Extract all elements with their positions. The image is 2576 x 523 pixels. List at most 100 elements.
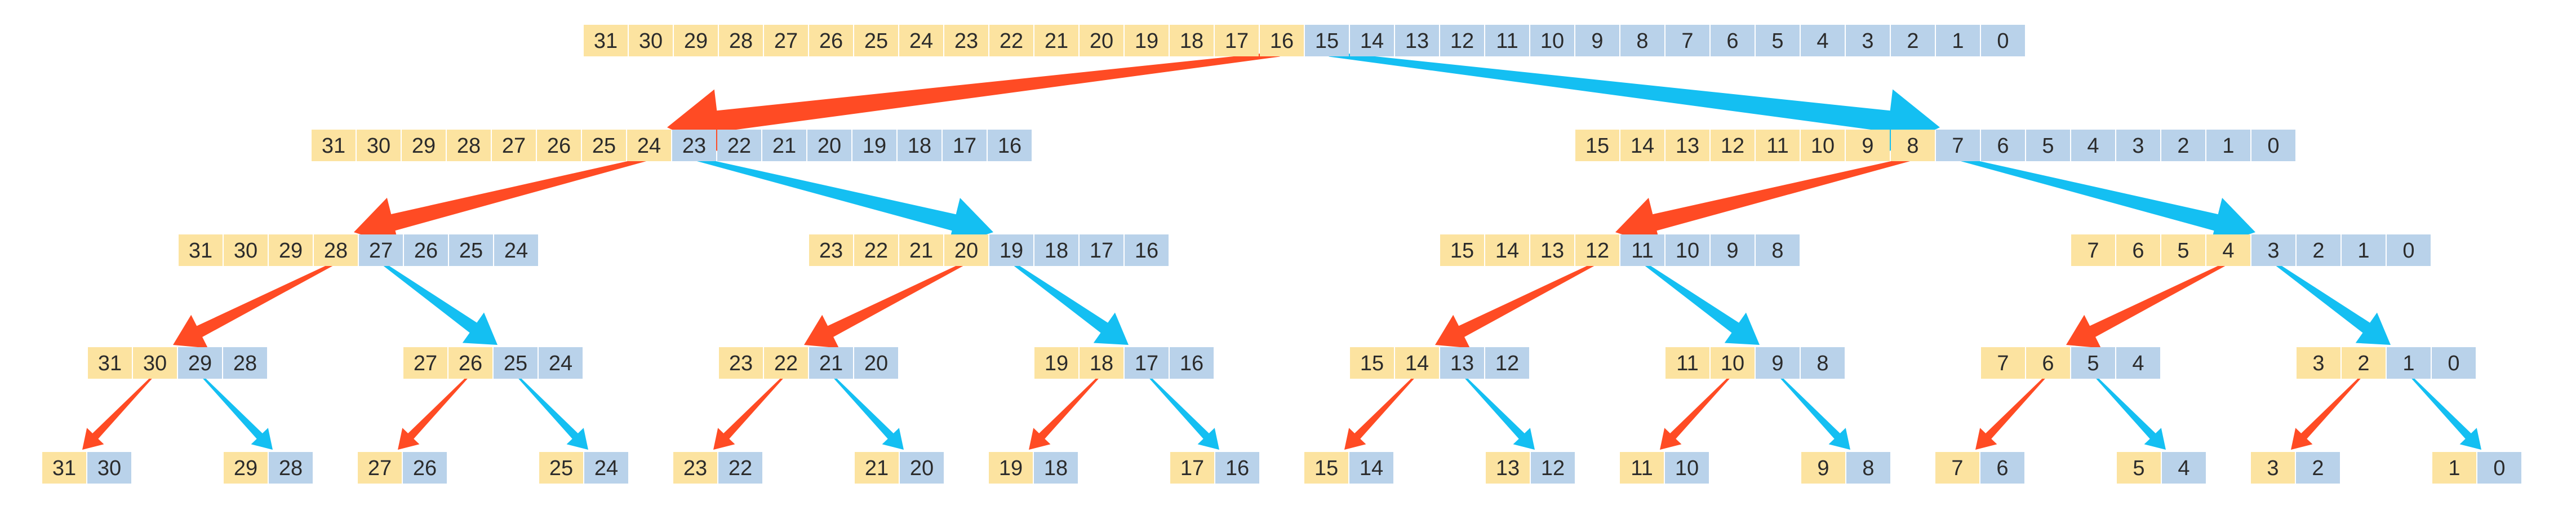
upper-half-cell bbox=[358, 452, 402, 484]
cell-label: 3 bbox=[1862, 29, 1873, 53]
cell-label: 30 bbox=[367, 134, 390, 158]
right-split-arrow bbox=[382, 262, 498, 345]
cell-label: 5 bbox=[2087, 352, 2099, 375]
lower-half-cell bbox=[2477, 452, 2521, 484]
cell-label: 15 bbox=[1314, 456, 1338, 480]
cell-label: 23 bbox=[682, 134, 706, 158]
lower-half-cell bbox=[672, 130, 716, 161]
upper-half-cell bbox=[764, 25, 808, 56]
lower-half-cell bbox=[449, 234, 493, 266]
lower-half-cell bbox=[1215, 452, 1259, 484]
left-split-arrow bbox=[1660, 375, 1731, 450]
cell-label: 1 bbox=[2357, 239, 2369, 263]
upper-half-cell bbox=[1485, 234, 1529, 266]
right-split-arrow bbox=[2094, 375, 2166, 450]
lower-half-cell bbox=[2342, 234, 2386, 266]
upper-half-cell bbox=[447, 130, 491, 161]
upper-half-cell bbox=[2297, 347, 2340, 379]
lower-half-cell bbox=[359, 234, 403, 266]
cell-label: 16 bbox=[1135, 239, 1158, 263]
lower-half-cell bbox=[2296, 452, 2340, 484]
upper-half-cell bbox=[1711, 347, 1755, 379]
cell-label: 17 bbox=[1090, 239, 1113, 263]
left-split-arrow bbox=[82, 375, 154, 450]
cell-label: 23 bbox=[954, 29, 978, 53]
cell-label: 26 bbox=[414, 239, 438, 263]
cell-label: 6 bbox=[2042, 352, 2054, 375]
cell-label: 12 bbox=[1585, 239, 1609, 263]
lower-half-cell bbox=[403, 452, 447, 484]
cell-label: 30 bbox=[639, 29, 663, 53]
cell-label: 26 bbox=[819, 29, 843, 53]
cell-label: 29 bbox=[234, 456, 257, 480]
upper-half-cell bbox=[1170, 25, 1214, 56]
cell-label: 2 bbox=[2357, 352, 2369, 375]
left-split-arrow bbox=[1975, 375, 2047, 450]
cell-label: 11 bbox=[1766, 134, 1788, 158]
upper-half-cell bbox=[133, 347, 177, 379]
lower-half-cell bbox=[1395, 25, 1439, 56]
upper-half-cell bbox=[855, 452, 899, 484]
upper-half-cell bbox=[448, 347, 492, 379]
cell-label: 20 bbox=[864, 352, 888, 375]
upper-half-cell bbox=[224, 234, 268, 266]
lower-half-cell bbox=[762, 130, 806, 161]
upper-half-cell bbox=[584, 25, 628, 56]
cell-label: 18 bbox=[1090, 352, 1113, 375]
cell-label: 31 bbox=[189, 239, 212, 263]
cell-label: 18 bbox=[1044, 456, 1068, 480]
cell-label: 20 bbox=[954, 239, 978, 263]
cell-label: 24 bbox=[549, 352, 572, 375]
cell-label: 19 bbox=[1045, 352, 1068, 375]
upper-half-cell bbox=[1665, 347, 1709, 379]
right-split-arrow bbox=[832, 375, 904, 450]
upper-half-cell bbox=[1801, 130, 1845, 161]
cell-label: 27 bbox=[502, 134, 526, 158]
upper-half-cell bbox=[1215, 25, 1259, 56]
upper-half-cell bbox=[719, 25, 763, 56]
cell-label: 27 bbox=[414, 352, 437, 375]
cell-label: 0 bbox=[2493, 456, 2505, 480]
cell-label: 4 bbox=[1816, 29, 1828, 53]
cell-label: 28 bbox=[279, 456, 303, 480]
upper-half-cell bbox=[627, 130, 671, 161]
right-split-arrow bbox=[1779, 375, 1850, 450]
cell-label: 5 bbox=[1771, 29, 1783, 53]
lower-half-cell bbox=[1711, 234, 1755, 266]
cell-label: 17 bbox=[1225, 29, 1249, 53]
upper-half-cell bbox=[357, 130, 401, 161]
lower-half-cell bbox=[2071, 347, 2115, 379]
cell-label: 10 bbox=[1676, 239, 1699, 263]
upper-half-cell bbox=[1846, 130, 1890, 161]
cell-label: 2 bbox=[2312, 239, 2324, 263]
upper-half-cell bbox=[1620, 130, 1664, 161]
cell-label: 31 bbox=[322, 134, 345, 158]
cell-label: 7 bbox=[2087, 239, 2099, 263]
cell-label: 15 bbox=[1450, 239, 1474, 263]
left-split-arrow bbox=[2066, 262, 2227, 348]
lower-half-cell bbox=[494, 234, 538, 266]
cell-label: 13 bbox=[1405, 29, 1429, 53]
lower-half-cell bbox=[900, 452, 944, 484]
cell-label: 5 bbox=[2133, 456, 2144, 480]
cell-label: 31 bbox=[52, 456, 76, 480]
lower-half-cell bbox=[1170, 347, 1214, 379]
cell-label: 22 bbox=[774, 352, 798, 375]
lower-half-cell bbox=[854, 347, 898, 379]
upper-half-cell bbox=[719, 347, 763, 379]
lower-half-cell bbox=[1756, 25, 1800, 56]
cell-label: 0 bbox=[2402, 239, 2414, 263]
cell-label: 11 bbox=[1496, 29, 1518, 53]
upper-half-cell bbox=[809, 25, 853, 56]
upper-half-cell bbox=[1530, 234, 1574, 266]
right-split-arrow bbox=[696, 157, 993, 247]
lower-half-cell bbox=[1034, 234, 1078, 266]
cell-label: 24 bbox=[594, 456, 618, 480]
